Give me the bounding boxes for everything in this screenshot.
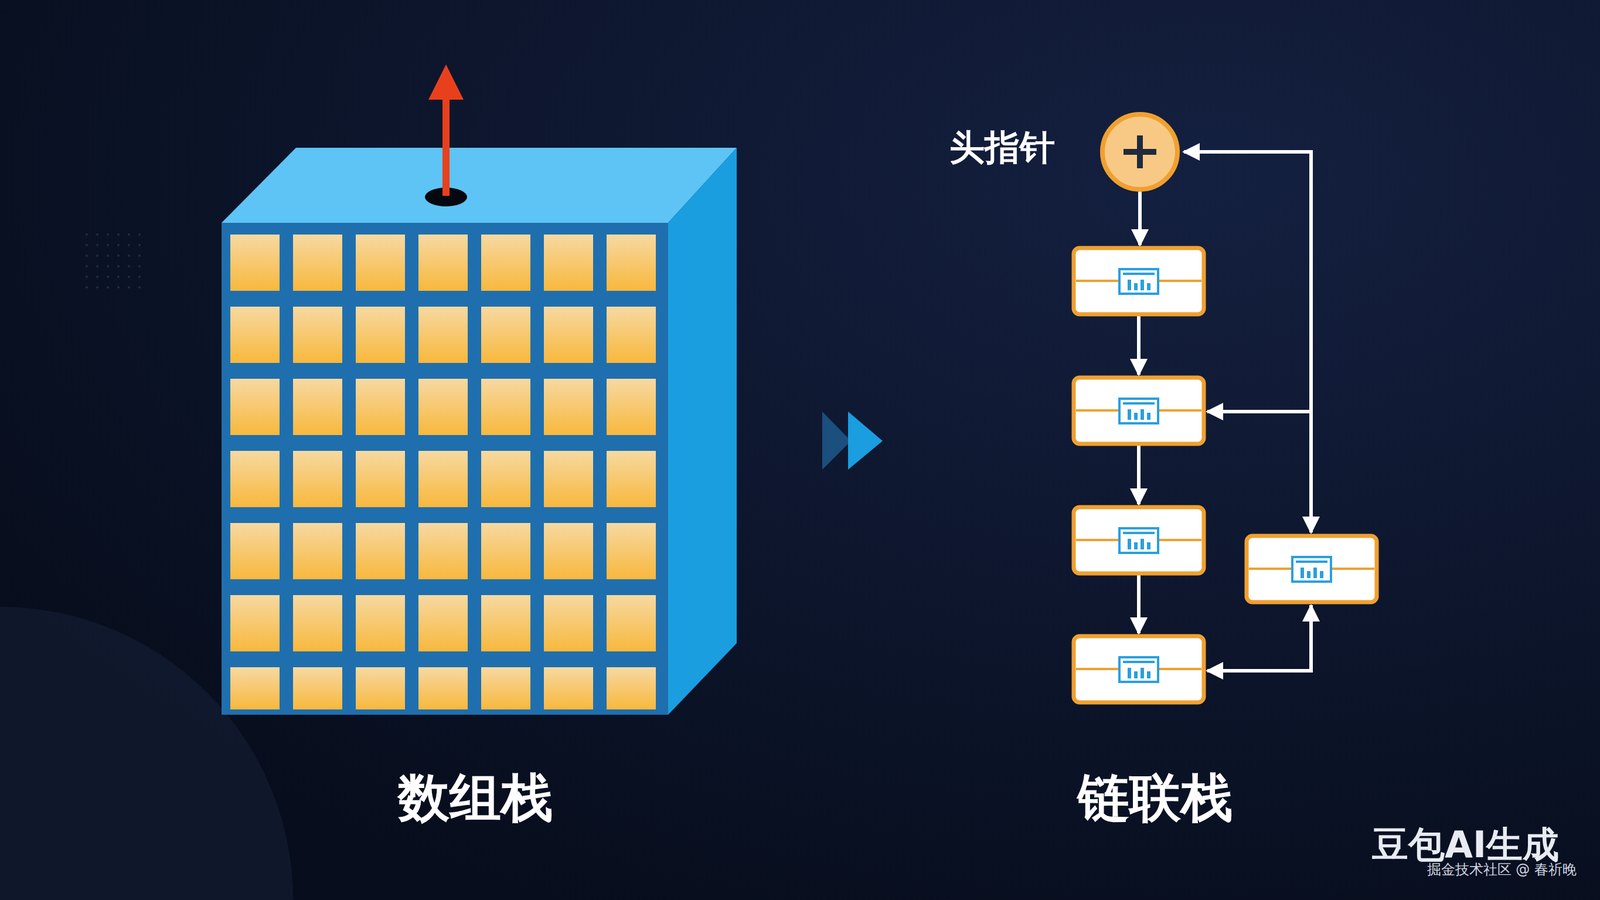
chevron-arrow <box>822 411 883 470</box>
list-node-box <box>1073 506 1204 574</box>
head-circle <box>1097 109 1183 195</box>
section-label: 数组栈 <box>397 763 553 833</box>
list-node-box <box>1073 635 1204 703</box>
section-label: 链联栈 <box>1077 763 1233 833</box>
array-cube <box>221 64 737 715</box>
dot-grid <box>82 225 147 291</box>
watermark: 掘金技术社区 @ 春祈晚 <box>1427 859 1577 879</box>
node-heading: 头指针 <box>949 124 1055 172</box>
list-node-box <box>1246 535 1377 602</box>
list-node-box <box>1073 377 1204 444</box>
list-node-box <box>1073 247 1204 315</box>
head-pointer <box>1097 109 1183 195</box>
